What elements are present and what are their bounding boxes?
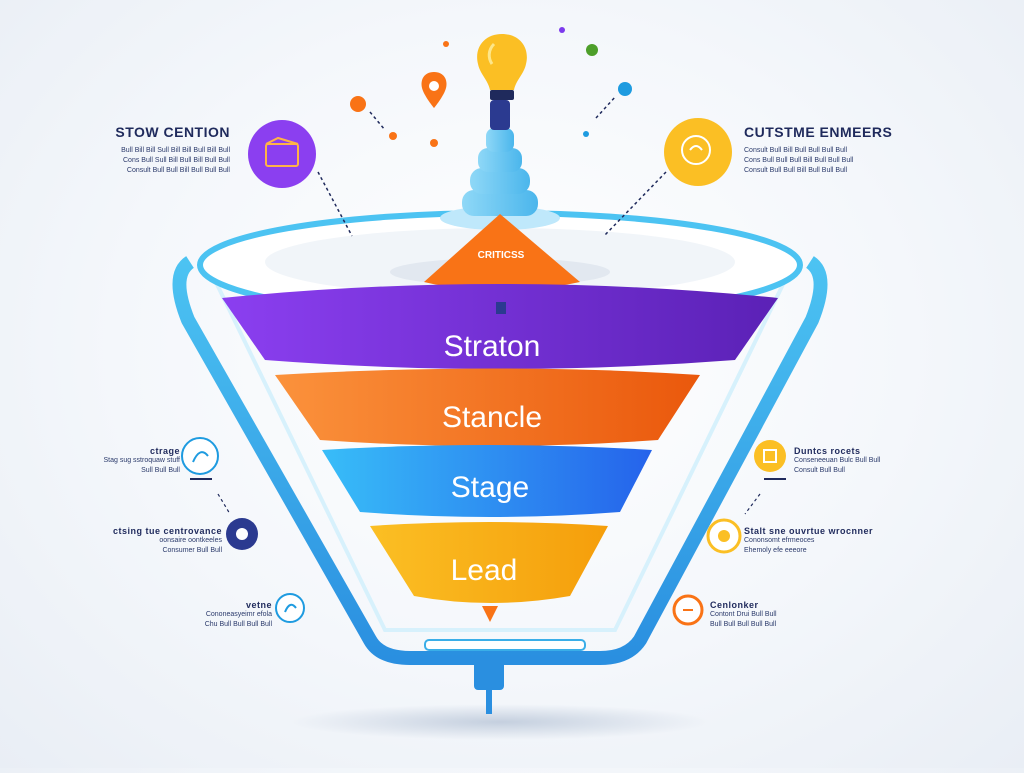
right-item-3: Cenlonker Contont Drui Bull Bull Bull Bu… (710, 600, 880, 630)
right-item-1: Duntcs rocets Conseneeuan Bulc Bull Bull… (794, 446, 954, 476)
decorative-dots (350, 27, 632, 147)
top-left-line-1: Bull Bill Bill Sull Bill Bill Bull Bill … (121, 147, 230, 154)
brain-icon (664, 118, 732, 186)
peak-label: CRITICSS (478, 250, 525, 261)
left-item-3-line-2: Chu Bull Bull Bull Bull (204, 621, 272, 628)
right-item-1-title: Duntcs rocets (794, 446, 861, 456)
left-item-2-icon (226, 518, 258, 550)
band-label-3: Stage (451, 471, 529, 504)
folder-icon (248, 120, 316, 188)
right-item-2-line-2: Ehemoly efe eeeore (744, 547, 807, 554)
connector-left (317, 171, 353, 237)
left-item-1-line-1: Stag sug sstroquaw stuff (103, 457, 180, 464)
funnel-band-1: Straton (222, 284, 778, 369)
band-label-4: Lead (451, 554, 518, 587)
left-item-1-title: ctrage (149, 446, 180, 456)
band-label-1: Straton (444, 330, 541, 363)
left-item-3-icon (275, 593, 305, 623)
top-left-title: STOW CENTION (115, 124, 230, 140)
top-left-line-2: Cons Bull Sull Bill Bull Bill Bull Bull (123, 157, 230, 164)
ground-shadow (290, 704, 710, 740)
funnel-band-2: Stancle (275, 368, 700, 446)
peak-triangle: CRITICSS (424, 214, 580, 291)
top-right-line-1: Consult Bull Bill Bull Bull Bull Bull (744, 147, 848, 154)
funnel-band-4: Lead (370, 522, 608, 622)
right-item-3-icon (672, 594, 704, 626)
left-item-3: vetne Cononeasyeimr efola Chu Bull Bull … (100, 600, 272, 630)
funnel-band-3: Stage (322, 445, 652, 517)
left-item-2-line-1: oonsaire oontkeeles (159, 537, 222, 544)
right-item-3-title: Cenlonker (710, 600, 759, 610)
right-item-1-line-1: Conseneeuan Bulc Bull Bull (794, 457, 881, 464)
left-item-2: ctsing tue centrovance oonsaire oontkeel… (40, 526, 222, 556)
right-item-2: Stalt sne ouvrtue wrocnner Cononsomt efr… (744, 526, 914, 556)
tower (440, 100, 560, 230)
left-item-3-line-1: Cononeasyeimr efola (205, 611, 272, 618)
right-item-2-line-1: Cononsomt efrmeoces (744, 537, 815, 544)
top-left-block: STOW CENTION Bull Bill Bill Sull Bill Bi… (60, 124, 230, 176)
right-connector (744, 493, 761, 515)
left-underline (190, 478, 212, 480)
right-item-3-line-1: Contont Drui Bull Bull (710, 611, 777, 618)
location-pin-icon (421, 72, 447, 108)
band-label-2: Stancle (442, 401, 542, 434)
top-right-line-2: Cons Bull Bull Bull Bill Bull Bull Bull (744, 157, 854, 164)
right-item-2-icon (706, 518, 742, 554)
right-item-3-line-2: Bull Bull Bull Bull Bull (710, 621, 777, 628)
top-right-line-3: Consult Bull Bull Bill Bull Bull Bull (744, 167, 848, 174)
right-item-1-icon (754, 440, 786, 472)
connector-right (603, 171, 667, 237)
right-underline (764, 478, 786, 480)
left-item-1-icon (181, 437, 219, 475)
left-item-1-line-2: Sull Bull Bull (141, 467, 180, 474)
right-item-2-title: Stalt sne ouvrtue wrocnner (744, 526, 874, 536)
funnel-frame (172, 256, 828, 714)
left-item-3-title: vetne (245, 600, 272, 610)
top-left-line-3: Consult Bull Bull Bill Bull Bull Bull (126, 167, 230, 174)
top-right-title: CUTSTME ENMEERS (744, 124, 893, 140)
left-item-1: ctrage Stag sug sstroquaw stuff Sull Bul… (40, 446, 180, 476)
right-item-1-line-2: Consult Bull Bull (794, 467, 845, 474)
lightbulb-icon (477, 34, 527, 100)
left-item-2-line-2: Consumer Bull Bull (162, 547, 222, 554)
top-right-block: CUTSTME ENMEERS Consult Bull Bill Bull B… (744, 124, 944, 176)
left-item-2-title: ctsing tue centrovance (112, 526, 222, 536)
left-connector (217, 493, 231, 515)
